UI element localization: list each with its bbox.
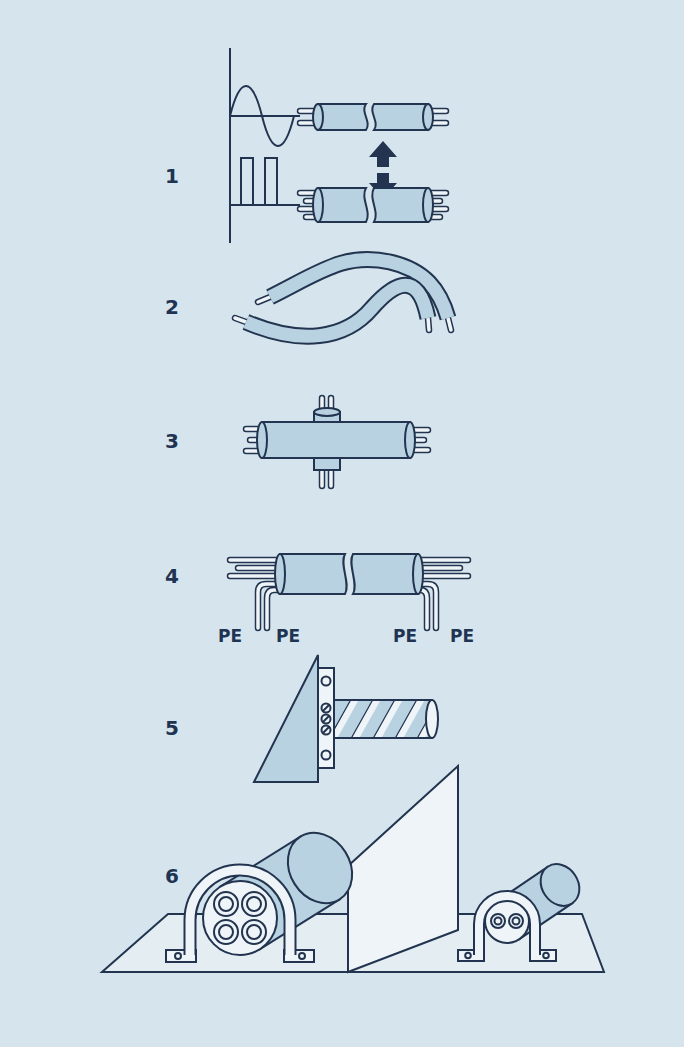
separated-cables-on-plate-part — [479, 896, 535, 955]
shield-clamp-part-part — [334, 700, 432, 738]
separated-cables-on-plate-part — [190, 870, 290, 955]
pe-cable-part — [280, 554, 347, 594]
separated-cables-on-plate-part — [543, 953, 549, 959]
callout-number: 2 — [165, 296, 179, 318]
separated-cables-on-plate-part — [348, 766, 458, 972]
signal-type-panel-part — [229, 48, 231, 243]
callout-number: 5 — [165, 717, 179, 739]
separated-cables-on-plate-part — [513, 918, 520, 925]
shield-clamp — [254, 655, 446, 782]
pe-cable-part — [230, 560, 468, 576]
shield-clamp-part — [322, 677, 331, 686]
separated-cables-on-plate-part — [465, 953, 471, 959]
shield-clamp-part — [334, 700, 432, 738]
separated-cables-on-plate — [102, 766, 604, 972]
twisted-cables-part — [246, 285, 428, 336]
pe-label: PE — [276, 627, 300, 646]
separated-cables-on-plate-part — [533, 857, 587, 914]
signal-type-panel-part — [318, 188, 368, 222]
separated-cables-on-plate-part — [242, 920, 266, 944]
signal-type-panel-part — [369, 141, 397, 167]
separated-cables-on-plate-part — [190, 870, 290, 955]
crossing-cables-part — [262, 422, 410, 458]
separated-cables-on-plate-part — [219, 925, 233, 939]
twisted-cables-part — [246, 285, 428, 336]
callout-number: 4 — [165, 565, 179, 587]
separated-cables-on-plate-part — [247, 925, 261, 939]
signal-type-panel-part — [230, 86, 294, 146]
callout-number: 6 — [165, 865, 179, 887]
pe-label: PE — [393, 627, 417, 646]
twisted-cables — [235, 259, 451, 336]
signal-type-panel-part — [318, 104, 368, 130]
signal-type-panel-part — [423, 104, 433, 130]
pe-label: PE — [218, 627, 242, 646]
separated-cables-on-plate-part — [242, 892, 266, 916]
shield-clamp-part — [322, 751, 331, 760]
pe-cable-part — [275, 554, 285, 594]
separated-cables-on-plate-part — [214, 892, 238, 916]
separated-cables-on-plate-part — [299, 953, 305, 959]
shield-clamp-part — [323, 705, 329, 733]
crossing-cables-part — [257, 422, 267, 458]
callout-number: 1 — [165, 165, 179, 187]
shield-clamp-part — [254, 655, 318, 782]
signal-type-panel-part — [423, 188, 433, 222]
signal-type-panel-part — [313, 104, 323, 130]
callout-number: 3 — [165, 430, 179, 452]
separated-cables-on-plate-part — [214, 920, 238, 944]
shield-clamp-part — [426, 700, 438, 738]
signal-type-panel-part — [241, 158, 277, 205]
separated-cables-on-plate-part — [203, 881, 277, 955]
separated-cables-on-plate-part — [247, 897, 261, 911]
separated-cables-on-plate-part — [491, 914, 505, 928]
separated-cables-on-plate-part — [219, 897, 233, 911]
separated-cables-on-plate-part — [479, 896, 535, 955]
pe-cable-part — [413, 554, 423, 594]
shield-clamp-part — [318, 668, 334, 768]
signal-type-panel-part — [372, 104, 428, 130]
shield-clamp-part-part — [334, 700, 432, 738]
signal-type-panel-part — [372, 188, 428, 222]
pe-cable-part — [230, 560, 468, 576]
shield-clamp-part — [334, 700, 432, 738]
signal-type-panel-part — [313, 188, 323, 222]
crossing-cables-part — [405, 422, 415, 458]
separated-cables-on-plate-part — [509, 914, 523, 928]
crossing-cables-part — [314, 408, 340, 416]
signal-type-panel-part — [230, 115, 300, 117]
signal-type-panel — [230, 48, 446, 243]
pe-cable — [230, 554, 468, 628]
separated-cables-on-plate-part — [495, 918, 502, 925]
pe-cable-part — [351, 554, 418, 594]
separated-cables-on-plate-part — [175, 953, 181, 959]
pe-label: PE — [450, 627, 474, 646]
crossing-cables — [246, 398, 428, 486]
